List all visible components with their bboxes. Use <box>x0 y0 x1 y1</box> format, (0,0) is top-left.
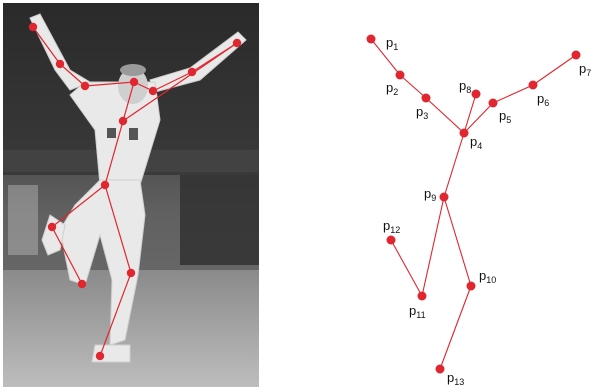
joint-label-letter: p <box>579 61 586 76</box>
joint-label-p9: p9 <box>424 186 436 203</box>
joint-p8 <box>471 89 481 99</box>
photo-joint-marker <box>126 268 136 278</box>
joint-label-p10: p10 <box>479 268 496 285</box>
photo-joint-marker <box>187 67 197 77</box>
joint-label-p7: p7 <box>579 61 591 78</box>
joint-label-letter: p <box>447 370 454 385</box>
photo-joint-marker <box>232 38 242 48</box>
joint-label-index: 10 <box>486 275 496 285</box>
photo-joint-marker <box>47 222 57 232</box>
joint-label-p2: p2 <box>386 80 398 97</box>
photo-joint-marker <box>95 351 105 361</box>
joint-label-letter: p <box>386 35 393 50</box>
skeleton-edge-p11-p12 <box>390 239 423 297</box>
joint-p13 <box>435 364 445 374</box>
joint-label-index: 8 <box>466 85 471 95</box>
joint-label-p4: p4 <box>470 134 482 151</box>
skeleton-edge-p9-p10 <box>443 196 472 287</box>
joint-label-index: 3 <box>423 111 428 121</box>
joint-label-letter: p <box>383 218 390 233</box>
photo-skeleton-link <box>99 272 132 357</box>
photo-joint-marker <box>129 77 139 87</box>
joint-p4 <box>459 128 469 138</box>
photo-skeleton-link <box>122 42 238 122</box>
joint-label-p11: p11 <box>409 303 426 320</box>
skeleton-edge-p10-p13 <box>439 285 472 370</box>
joint-p3 <box>421 93 431 103</box>
photo-skeleton-link <box>51 184 106 228</box>
photo-skeleton-overlay <box>28 22 242 361</box>
skeleton-edge-p5-p6 <box>492 84 534 104</box>
joint-label-p5: p5 <box>499 108 511 125</box>
joint-p11 <box>417 291 427 301</box>
skeleton-edge-p4-p5 <box>463 102 494 134</box>
joint-label-p1: p1 <box>386 35 398 52</box>
photo-skeleton-link <box>152 71 193 92</box>
joint-label-p3: p3 <box>416 104 428 121</box>
skeleton-edge-p9-p11 <box>421 196 445 297</box>
joint-label-index: 13 <box>454 377 464 387</box>
skeleton-edge-p4-p8 <box>463 93 477 134</box>
joint-label-index: 6 <box>544 98 549 108</box>
joint-label-letter: p <box>459 78 466 93</box>
joint-p1 <box>366 34 376 44</box>
joint-p5 <box>488 98 498 108</box>
joint-label-index: 2 <box>393 87 398 97</box>
joint-label-index: 12 <box>390 225 400 235</box>
joint-label-letter: p <box>470 134 477 149</box>
photo-joint-marker <box>100 180 110 190</box>
photo-joint-marker <box>28 22 38 32</box>
photo-skeleton-link <box>104 81 135 186</box>
joint-label-letter: p <box>416 104 423 119</box>
skeleton-edge-p2-p3 <box>399 74 427 99</box>
joint-label-p13: p13 <box>447 370 464 387</box>
joint-label-letter: p <box>499 108 506 123</box>
joint-p6 <box>528 80 538 90</box>
photo-joint-marker <box>80 81 90 91</box>
photo-joint-marker <box>77 279 87 289</box>
joint-label-letter: p <box>537 91 544 106</box>
joint-label-index: 9 <box>431 193 436 203</box>
player-photo <box>3 3 259 387</box>
joint-p9 <box>439 192 449 202</box>
joint-p2 <box>395 70 405 80</box>
photo-joint-marker <box>118 116 128 126</box>
joint-label-letter: p <box>386 80 393 95</box>
joint-p10 <box>466 281 476 291</box>
skeleton-edge-p6-p7 <box>532 54 577 86</box>
photo-joint-marker <box>55 59 65 69</box>
photo-joint-marker <box>148 86 158 96</box>
joint-label-letter: p <box>479 268 486 283</box>
skeleton-edge-p1-p2 <box>370 38 401 76</box>
joint-label-index: 5 <box>506 115 511 125</box>
joint-label-index: 1 <box>393 42 398 52</box>
photo-skeleton-link <box>51 226 83 285</box>
skeleton-edge-p4-p9 <box>443 132 465 198</box>
joint-p7 <box>571 50 581 60</box>
joint-label-p12: p12 <box>383 218 400 235</box>
photo-skeleton-link <box>104 184 132 274</box>
photo-skeleton-link <box>84 81 135 87</box>
joint-label-p8: p8 <box>459 78 471 95</box>
joint-label-letter: p <box>409 303 416 318</box>
joint-label-letter: p <box>424 186 431 201</box>
joint-label-index: 7 <box>586 68 591 78</box>
joint-label-p6: p6 <box>537 91 549 108</box>
photo-skeleton-link <box>59 63 86 87</box>
joint-p12 <box>386 235 396 245</box>
photo-skeleton-link <box>32 26 61 65</box>
skeleton-edge-p3-p4 <box>425 97 465 134</box>
joint-label-index: 11 <box>416 310 425 320</box>
joint-label-index: 4 <box>477 141 482 151</box>
